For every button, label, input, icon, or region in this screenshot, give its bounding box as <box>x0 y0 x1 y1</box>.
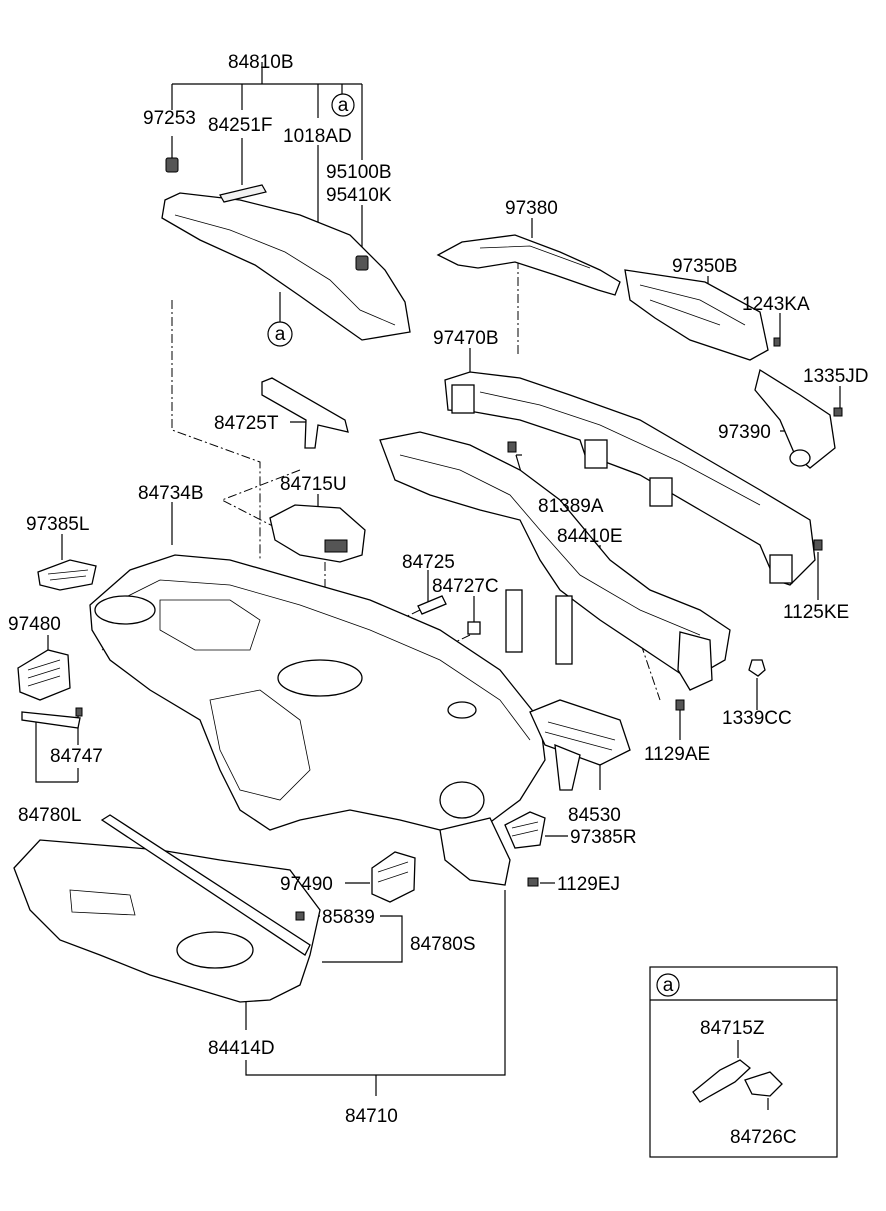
svg-text:a: a <box>663 975 674 996</box>
callout-84780S: 84780S <box>410 934 476 955</box>
callout-81389A: 81389A <box>538 496 604 517</box>
callout-97470B: 97470B <box>433 328 499 349</box>
callout-1339CC: 1339CC <box>722 708 792 729</box>
callout-97480: 97480 <box>8 614 61 635</box>
part-crash-pad-upper <box>161 157 411 341</box>
part-garnish-84715U <box>269 504 366 563</box>
callout-84715Z: 84715Z <box>700 1018 765 1039</box>
callout-84810B: 84810B <box>228 52 294 73</box>
svg-text:a: a <box>338 95 349 116</box>
callout-95410K: 95410K <box>326 185 392 206</box>
callout-85839: 85839 <box>322 907 375 928</box>
callout-84414D: 84414D <box>208 1038 275 1059</box>
callout-97490: 97490 <box>280 874 333 895</box>
callout-84715U: 84715U <box>280 474 347 495</box>
svg-text:a: a <box>275 324 286 345</box>
callout-84725T: 84725T <box>214 413 279 434</box>
callout-84251F: 84251F <box>208 115 272 136</box>
part-duct-center <box>436 234 621 296</box>
callout-97390: 97390 <box>718 422 771 443</box>
part-vent-97385R <box>504 811 546 849</box>
callout-84725: 84725 <box>402 552 455 573</box>
callout-1335JD: 1335JD <box>803 366 869 387</box>
detail-marker-a-crashpad: a <box>267 321 293 347</box>
callout-1125KE: 1125KE <box>783 602 849 623</box>
callout-97350B: 97350B <box>672 256 738 277</box>
part-crash-pad-main <box>89 554 546 841</box>
callout-97253: 97253 <box>143 108 196 129</box>
part-center-fascia-84530 <box>529 699 631 791</box>
detail-marker-a-top: a <box>331 93 355 117</box>
part-vent-97490 <box>371 817 511 903</box>
callout-97380: 97380 <box>505 198 558 219</box>
callout-labels: 84810B 97253 84251F 1018AD 95100B 95410K… <box>8 52 869 1148</box>
callout-97385L: 97385L <box>26 514 89 535</box>
detail-box-a: a <box>649 966 838 1158</box>
part-vent-97385L <box>37 559 97 591</box>
part-crash-pad-lower <box>13 814 321 1003</box>
callout-1243KA: 1243KA <box>742 294 810 315</box>
part-vent-97480 <box>17 649 81 729</box>
callout-84710: 84710 <box>345 1106 398 1127</box>
callout-84530: 84530 <box>568 805 621 826</box>
callout-97385R: 97385R <box>570 827 637 848</box>
callout-1129EJ: 1129EJ <box>557 874 620 895</box>
callout-1129AE: 1129AE <box>644 744 710 765</box>
callout-84780L: 84780L <box>18 805 81 826</box>
callout-84726C: 84726C <box>730 1127 797 1148</box>
callout-84734B: 84734B <box>138 483 204 504</box>
callout-95100B: 95100B <box>326 162 392 183</box>
callout-1018AD: 1018AD <box>283 126 352 147</box>
part-cowl-cross-bar <box>379 431 731 691</box>
part-main-duct <box>444 371 816 586</box>
callout-84747: 84747 <box>50 746 103 767</box>
callout-84410E: 84410E <box>557 526 623 547</box>
part-passenger-airbag-duct <box>624 269 836 469</box>
callout-84727C: 84727C <box>432 576 499 597</box>
part-fasteners <box>75 337 843 921</box>
part-bracket-84725T <box>261 377 349 449</box>
